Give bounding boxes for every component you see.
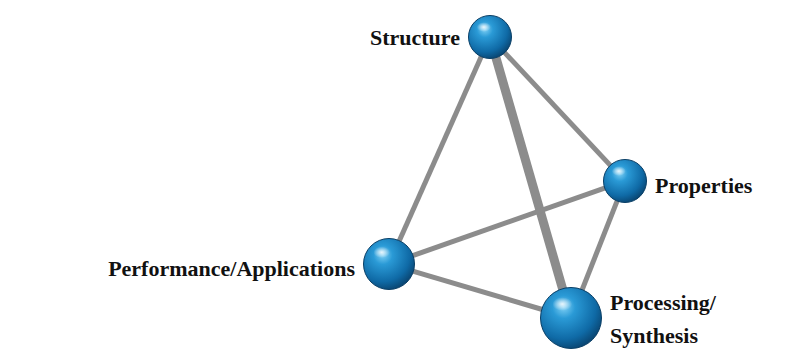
sphere-ball (540, 287, 602, 349)
node-label: Processing/ Synthesis (610, 286, 740, 352)
sphere-node: Structure (468, 15, 512, 59)
tetra-edge (581, 198, 618, 293)
tetra-edge (495, 55, 564, 293)
sphere-body (604, 160, 647, 203)
node-label: Performance/Applications (108, 252, 355, 285)
tetra-edge (410, 187, 608, 256)
tetra-edge (398, 54, 482, 244)
node-label: Properties (655, 169, 752, 202)
sphere-body (364, 239, 415, 290)
sphere-highlight (477, 22, 491, 32)
sphere-node: Performance/Applications (363, 238, 415, 290)
sphere-highlight (612, 166, 626, 176)
sphere-highlight (552, 297, 572, 311)
sphere-ball (363, 238, 415, 290)
sphere-highlight (373, 247, 390, 258)
sphere-ball (468, 15, 512, 59)
sphere-body (541, 288, 602, 349)
sphere-node: Processing/ Synthesis (540, 287, 602, 349)
sphere-body (469, 16, 512, 59)
tetra-edge (410, 270, 546, 310)
sphere-ball (603, 159, 647, 203)
sphere-node: Properties (603, 159, 647, 203)
node-label: Structure (370, 21, 460, 54)
